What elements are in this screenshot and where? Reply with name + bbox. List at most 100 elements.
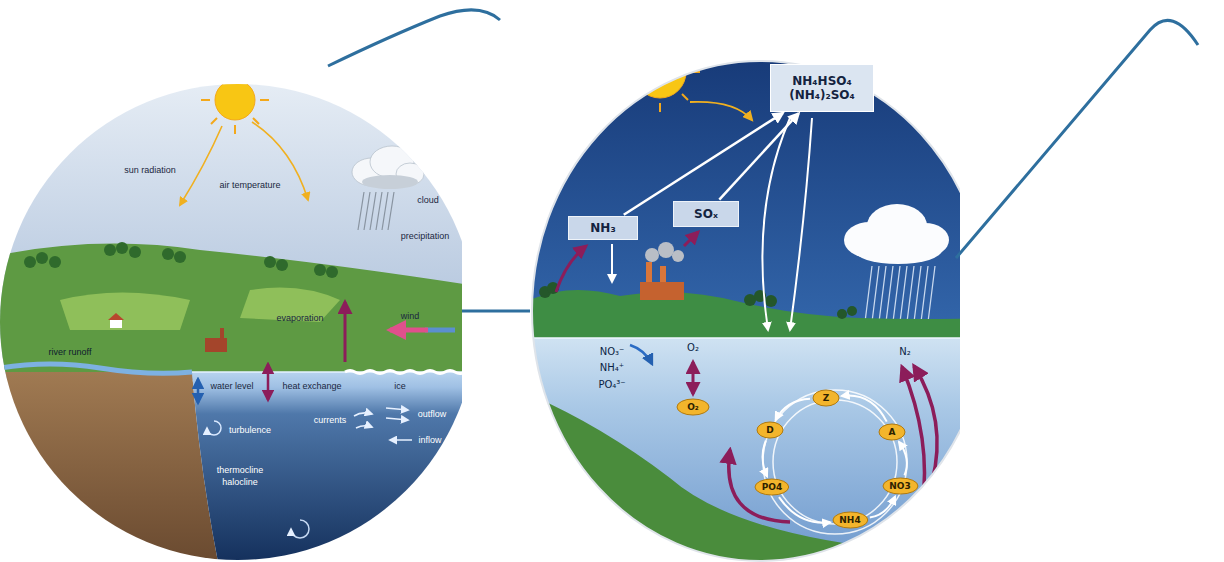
oval-shape (755, 479, 789, 495)
circle-outline (532, 61, 960, 561)
cycle-arrow (870, 497, 895, 518)
emission-arrows-part (684, 232, 698, 246)
houses (108, 313, 227, 352)
houses-part (108, 313, 124, 320)
outflow-arrows (386, 408, 412, 440)
trees-part (129, 246, 141, 258)
gas-box: SOₓ (673, 201, 739, 227)
wind-arrow-part (425, 328, 455, 333)
sun-arrows (180, 122, 308, 205)
sun-symbol-part (260, 99, 269, 101)
earth-section (0, 372, 218, 562)
zoom-lines-part (462, 310, 530, 313)
scene-label: NH₄⁺ (600, 362, 624, 374)
sun-symbol-part (632, 44, 638, 50)
scene-label: water level (210, 381, 253, 392)
houses-part (220, 328, 224, 338)
cycle-arrow (842, 395, 887, 421)
sun-symbol-part (659, 103, 661, 112)
rain-lines-part (376, 192, 382, 230)
field (60, 293, 190, 331)
outflow-arrows-part (390, 439, 412, 441)
factory-symbol-part (646, 262, 652, 282)
scene-label: halocline (222, 477, 258, 488)
current-arrows-part (356, 426, 372, 428)
cloud-symbol (844, 204, 949, 264)
pool-oval: O₂ (676, 398, 710, 416)
rain-lines-part (364, 192, 370, 230)
deposition-arrows-part (611, 244, 613, 282)
scene-label: heat exchange (282, 381, 341, 392)
current-arrows (354, 413, 372, 428)
scene-label: N₂ (899, 346, 911, 358)
node-text: D (766, 425, 773, 436)
factory-symbol-part (645, 248, 659, 262)
node-text: O₂ (687, 402, 699, 413)
outflow-arrows-part (386, 418, 408, 420)
trees-part (314, 264, 326, 276)
scene-label: river runoff (49, 347, 92, 358)
sun-symbol-part (201, 99, 210, 101)
cloud-symbol-part (854, 236, 942, 264)
scene-label: thermocline (217, 465, 264, 476)
node-text: NH₄HSO₄ (792, 74, 851, 88)
sun-symbol-part (215, 80, 255, 120)
scene-label: PO₄³⁻ (598, 379, 625, 391)
factory-symbol (640, 242, 684, 300)
heat-exchange-arrow (267, 364, 270, 400)
sun-symbol-part (234, 66, 236, 75)
gas-box: NH₃ (568, 216, 638, 240)
trees-part (36, 252, 48, 264)
scene-label: evaporation (276, 313, 323, 324)
trees-part (326, 266, 338, 278)
oxygen-exchange-arrow (692, 362, 695, 394)
node-text: (NH₄)₂SO₄ (789, 88, 855, 102)
houses-part (110, 320, 122, 328)
trees (539, 282, 857, 319)
rain-lines-part (358, 192, 364, 230)
sky (0, 80, 462, 380)
transport-arrow (719, 113, 798, 199)
trees-part (765, 295, 777, 307)
scene-label: turbulence (229, 425, 271, 436)
pool-oval: D (756, 421, 784, 439)
sun-symbol-part (211, 118, 217, 124)
scene-label: O₂ (687, 342, 699, 354)
node-text: NH₃ (590, 221, 615, 235)
scene-label: wind (401, 311, 420, 322)
land (530, 290, 960, 342)
trees-part (116, 242, 128, 254)
turbulence-swirl (207, 421, 221, 435)
scene-label: NO₃⁻ (600, 346, 625, 358)
trees-part (49, 256, 61, 268)
houses-part (205, 338, 227, 352)
sun-symbol-part (234, 125, 236, 134)
trees-part (276, 259, 288, 271)
sun-symbol-part (682, 44, 688, 50)
cycle-arrow (763, 441, 768, 477)
sun-symbol-part (211, 76, 217, 82)
outflow-arrows-part (386, 408, 408, 410)
aerosol-box: NH₄HSO₄(NH₄)₂SO₄ (770, 64, 874, 112)
nutrient-load-arrow (630, 345, 652, 364)
trees-part (104, 244, 116, 256)
sun-symbol-part (620, 71, 629, 73)
denitrification-arrows (729, 366, 937, 522)
wind-arrow-part (390, 328, 428, 333)
rain-lines-part (388, 192, 394, 230)
river (0, 364, 192, 373)
zoom-lines-part (328, 10, 500, 66)
seabed (530, 395, 960, 562)
pool-oval: NH4 (832, 511, 869, 529)
chemical-circle (530, 32, 960, 562)
node-text: NH4 (839, 515, 860, 526)
cycle-arrow (776, 399, 810, 420)
oval-shape (813, 390, 839, 406)
lake-bottom (320, 525, 462, 562)
scene-label: sun radiation (124, 165, 176, 176)
water-surface (192, 371, 462, 373)
denitrification-arrows-part (729, 450, 790, 522)
water-level-arrow (197, 379, 200, 403)
cloud-symbol-part (362, 175, 418, 189)
